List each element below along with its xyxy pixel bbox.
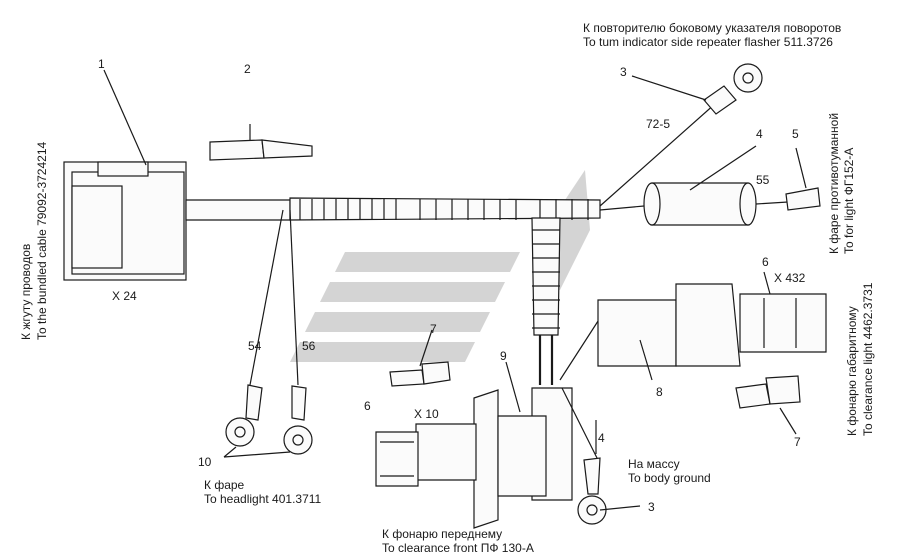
label-wire-72-5: 72-5 (646, 117, 670, 131)
wire-54 (249, 209, 284, 386)
clearance-light-en: To clearance light 4462.3731 (861, 282, 875, 436)
clearance-lamp-9 (375, 361, 573, 529)
label-5: 5 (792, 127, 799, 141)
turn-repeater-ru: К повторителю боковому указателя поворот… (583, 21, 841, 35)
callout-3-top (631, 75, 707, 101)
fog-light-ru: К фаре противотуманной (827, 113, 841, 254)
cylinder-4 (599, 145, 789, 226)
ring-terminal-10b (283, 385, 313, 455)
label-x24: X 24 (112, 289, 137, 303)
connector-2 (209, 124, 313, 161)
label-wire-56: 56 (302, 339, 316, 353)
clearance-light-ru: К фонарю габаритному (845, 306, 859, 436)
x24-connector (63, 161, 187, 281)
headlight-en: To headlight 401.3711 (204, 492, 322, 506)
ground-en: To body ground (628, 471, 711, 485)
label-wire-54: 54 (248, 339, 262, 353)
label-3-top: 3 (620, 65, 627, 79)
front-clearance-ru: К фонарю переднему (382, 527, 502, 541)
ring-terminal-10a (225, 384, 263, 447)
label-10: 10 (198, 455, 212, 469)
label-x432: X 432 (774, 271, 806, 285)
callout-10 (223, 446, 291, 458)
label-7-right: 7 (794, 435, 801, 449)
wire-to-8 (559, 317, 601, 381)
label-4-top: 4 (756, 127, 763, 141)
label-4-bottom: 4 (598, 431, 605, 445)
front-clearance-en: To clearance front ПФ 130-А (382, 541, 534, 555)
ground-ru: На массу (628, 457, 680, 471)
wire-72-5 (599, 102, 717, 207)
watermark-logo (290, 170, 590, 362)
label-7-mid: 7 (430, 322, 437, 336)
label-wire-55: 55 (756, 173, 770, 187)
fog-light-en: To for light ФГ152-А (842, 148, 856, 254)
harness-en: To the bundled cable 79092-3724214 (35, 142, 49, 340)
label-6-left: 6 (364, 399, 371, 413)
label-x10: X 10 (414, 407, 439, 421)
clip-7-middle (389, 329, 451, 387)
label-2: 2 (244, 62, 251, 76)
headlight-ru: К фаре (204, 478, 245, 492)
terminal-3-top (703, 63, 763, 115)
connector-5 (785, 147, 821, 211)
wire-56 (289, 209, 299, 386)
terminal-3-bottom (561, 387, 641, 525)
harness-ru: К жгуту проводов (19, 244, 33, 340)
turn-repeater-en: To tum indicator side repeater flasher 5… (583, 35, 833, 49)
clip-7-right (735, 375, 801, 435)
label-8: 8 (656, 385, 663, 399)
label-9: 9 (500, 349, 507, 363)
label-1: 1 (98, 57, 105, 71)
clearance-light-8 (597, 271, 827, 381)
label-6-right: 6 (762, 255, 769, 269)
label-3-bottom: 3 (648, 500, 655, 514)
callout-1 (103, 69, 147, 166)
main-harness (185, 197, 601, 385)
